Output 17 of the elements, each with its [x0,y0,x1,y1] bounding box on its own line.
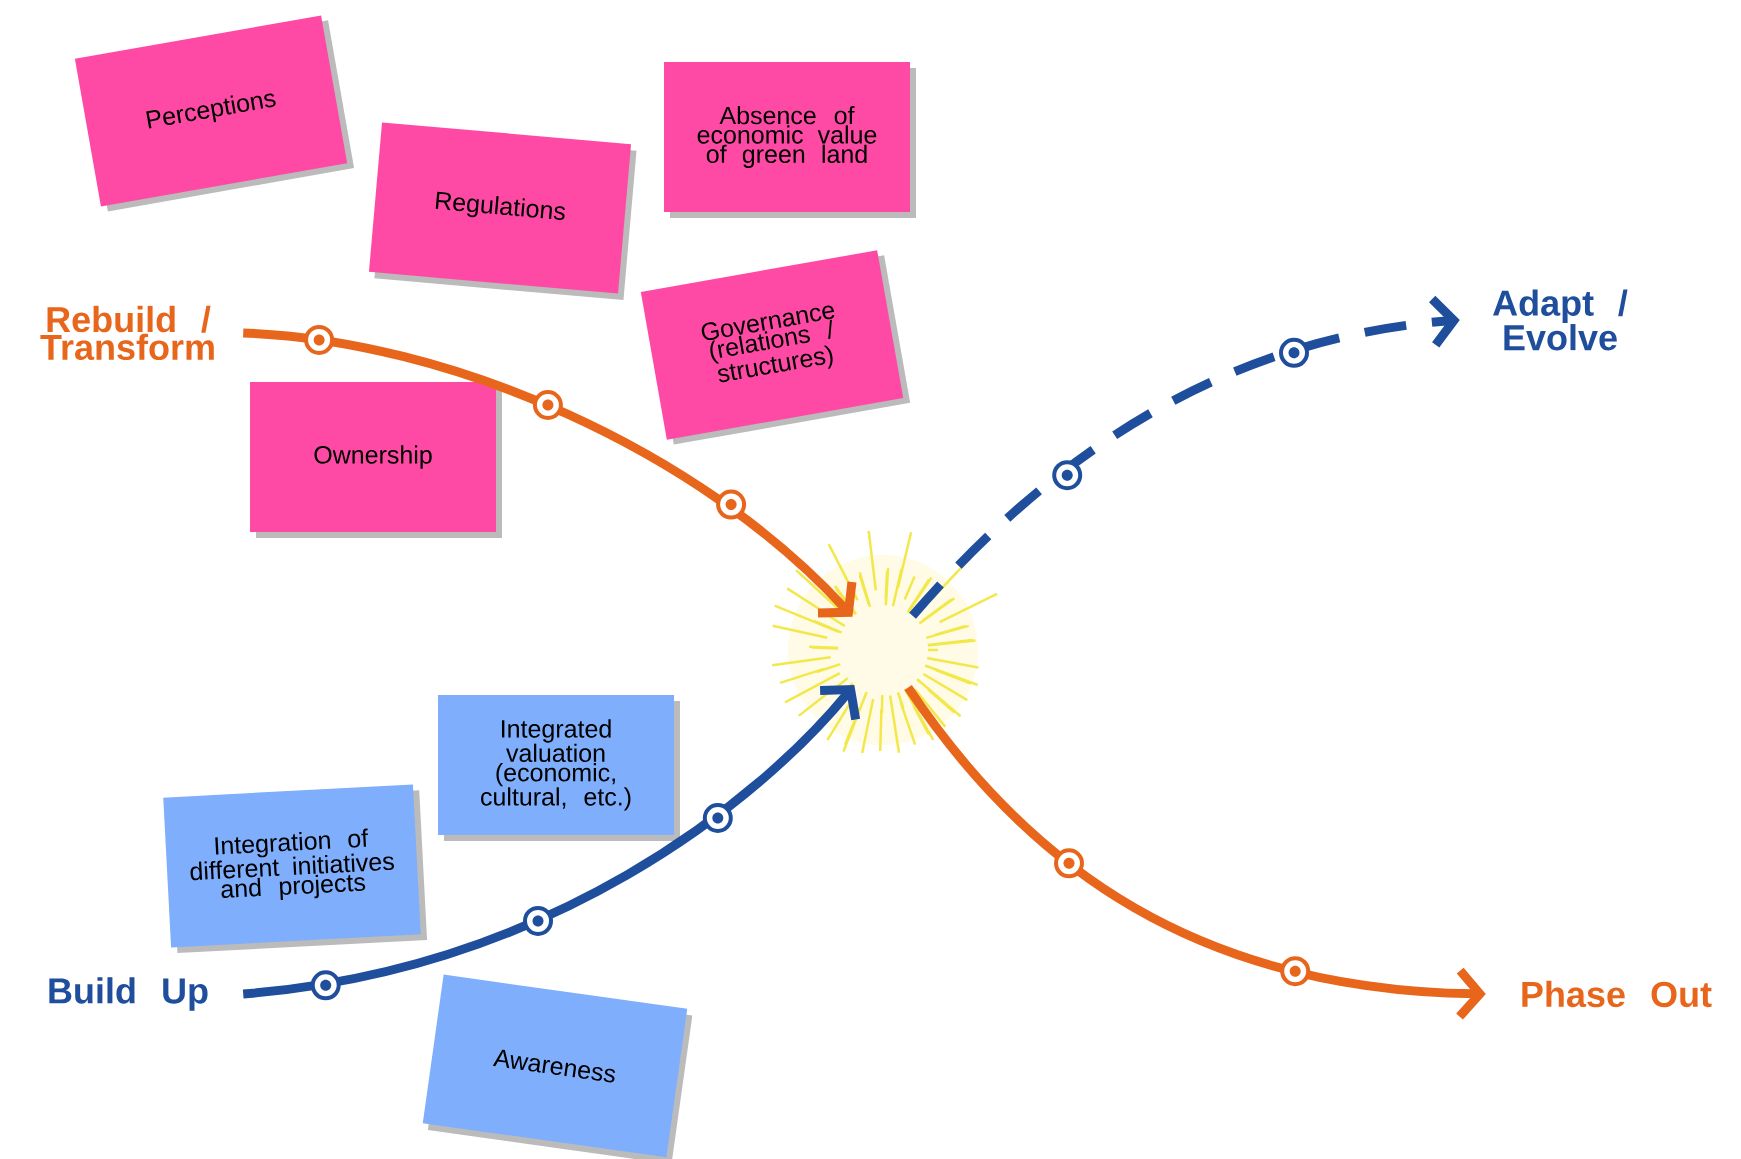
sticky-note: Regulations [368,122,637,301]
sticky-note: Absence of economic value of green land [664,62,916,218]
sticky-note: Ownership [250,382,502,538]
sticky-note: Awareness [422,974,693,1159]
stage-label: Rebuild / Transform [40,305,214,361]
arrow [904,684,1486,1020]
stage-label: Adapt / Evolve [1493,289,1628,351]
sticky-note: Integration of different initiatives and projects [163,784,428,954]
sticky-note: Governance (relations / structures) [640,250,911,445]
arrow [242,328,857,618]
burst-drawing [771,530,998,754]
arrow [909,295,1460,619]
sticky-note: Integrated valuation (economic, cultural, etc.) [438,695,680,841]
stage-label: Build Up [49,977,208,1011]
arrow [242,684,861,999]
sticky-note: Perceptions [74,15,355,212]
stage-label: Phase Out [1522,980,1712,1008]
